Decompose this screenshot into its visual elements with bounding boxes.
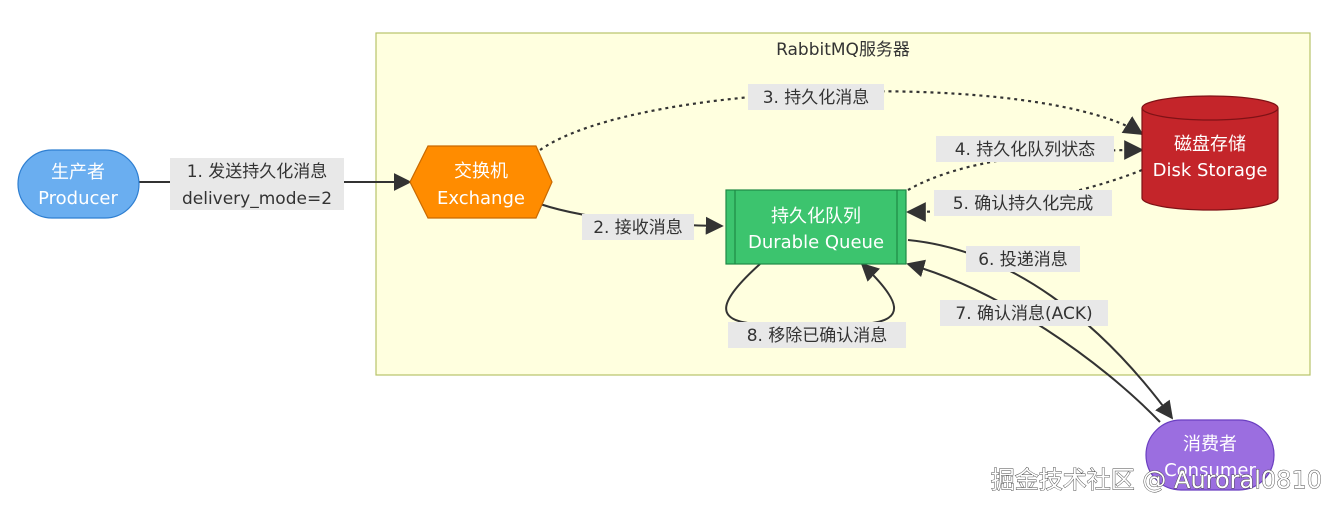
consumer-node: 消费者 Consumer [1145,419,1275,491]
edge-label-1-line1: 1. 发送持久化消息 [187,162,328,182]
edge-label-6-text: 6. 投递消息 [978,250,1068,270]
edge-consumer-queue [906,259,1161,423]
edge-label-7: 7. 确认消息(ACK) [940,300,1108,326]
consumer-sublabel: Consumer [1164,460,1256,481]
edge-label-8: 8. 移除已确认消息 [728,322,906,348]
watermark-text: 掘金技术社区 @ Auroral0810 [991,466,1322,494]
producer-sublabel: Producer [38,188,118,209]
edge-label-5-text: 5. 确认持久化完成 [953,194,1094,214]
edge-label-6: 6. 投递消息 [966,246,1080,272]
disk-storage-node: 磁盘存储 Disk Storage [1141,95,1279,211]
edge-label-3: 3. 持久化消息 [748,84,884,110]
queue-label: 持久化队列 [771,206,861,227]
edge-label-2: 2. 接收消息 [582,214,694,240]
exchange-label: 交换机 [454,161,508,182]
edge-label-4-text: 4. 持久化队列状态 [955,140,1096,160]
edge-label-3-text: 3. 持久化消息 [763,88,870,108]
edge-label-1-line2: delivery_mode=2 [182,189,332,209]
edge-label-8-text: 8. 移除已确认消息 [747,326,888,346]
consumer-label: 消费者 [1183,434,1237,455]
exchange-sublabel: Exchange [437,188,525,209]
producer-label: 生产者 [51,162,105,183]
producer-node: 生产者 Producer [17,149,140,219]
edge-label-2-text: 2. 接收消息 [593,218,683,238]
edge-label-4: 4. 持久化队列状态 [936,136,1114,162]
edge-queue-consumer [907,239,1174,420]
exchange-node: 交换机 Exchange [409,145,553,219]
cluster-title: RabbitMQ服务器 [776,40,910,60]
durable-queue-node: 持久化队列 Durable Queue [725,189,907,265]
edge-label-1: 1. 发送持久化消息 delivery_mode=2 [170,158,344,210]
edge-label-7-text: 7. 确认消息(ACK) [955,304,1092,324]
queue-sublabel: Durable Queue [748,232,884,253]
disk-label: 磁盘存储 [1174,134,1246,155]
disk-sublabel: Disk Storage [1153,160,1268,181]
edge-label-5: 5. 确认持久化完成 [934,190,1112,216]
